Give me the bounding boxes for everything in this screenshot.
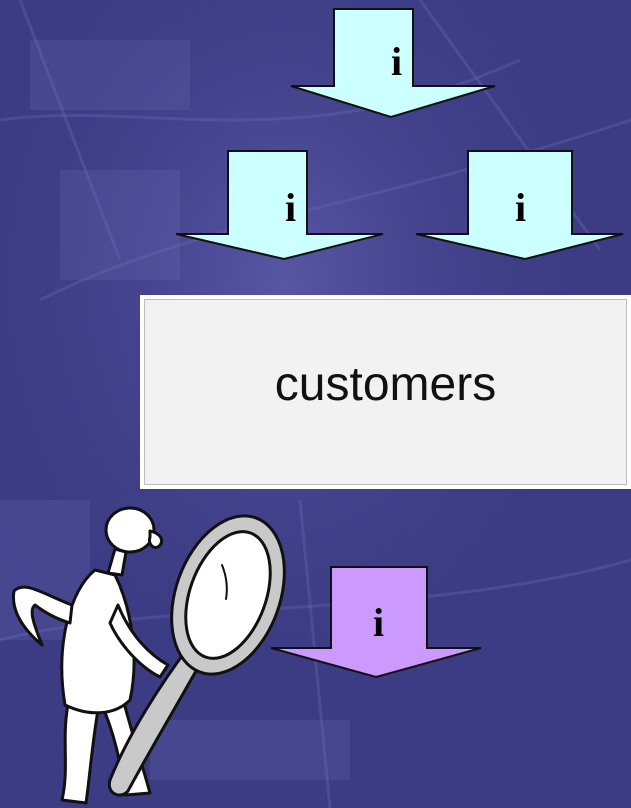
magnifying-glass-person-icon	[0, 495, 300, 808]
arrow-label: i	[334, 42, 459, 82]
arrow-label: i	[468, 188, 573, 228]
customers-box: customers	[140, 295, 631, 489]
arrow-label: i	[228, 188, 353, 228]
arrow-label: i	[331, 603, 426, 643]
box-label: customers	[144, 357, 627, 412]
